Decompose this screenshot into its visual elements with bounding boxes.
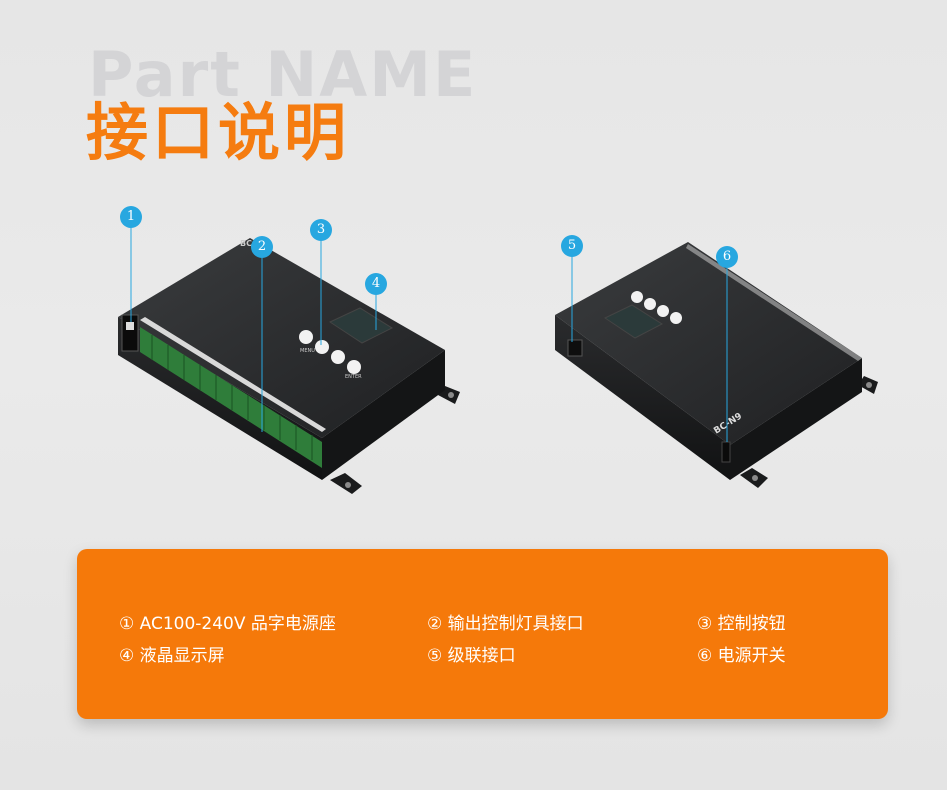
brand-front: BC- (240, 239, 255, 248)
callout-6: 6 (716, 246, 738, 268)
legend-item-power-socket: ① AC100-240V 品字电源座 (119, 614, 336, 634)
callout-3: 3 (310, 219, 332, 241)
legend-item-power-switch: ⑥ 电源开关 (697, 646, 786, 666)
legend-item-output-port: ② 输出控制灯具接口 (427, 614, 584, 634)
callout-1: 1 (120, 206, 142, 228)
device-back-view: BC-N9 (555, 242, 878, 488)
legend-panel: ① AC100-240V 品字电源座 ② 输出控制灯具接口 ③ 控制按钮 ④ 液… (77, 549, 888, 719)
legend-item-control-buttons: ③ 控制按钮 (697, 614, 786, 634)
legend-item-cascade-port: ⑤ 级联接口 (427, 646, 516, 666)
device-illustrations: MENU ENTER BC- (118, 228, 878, 494)
device-front-view: MENU ENTER BC- (118, 228, 460, 494)
enter-label: ENTER (345, 374, 362, 380)
menu-label: MENU (300, 348, 315, 354)
legend-item-lcd: ④ 液晶显示屏 (119, 646, 225, 666)
callout-2: 2 (251, 236, 273, 258)
callout-4: 4 (365, 273, 387, 295)
background-title: Part NAME (88, 38, 478, 111)
product-scene: MENU ENTER BC- (0, 180, 947, 520)
page-title: 接口说明 (86, 96, 351, 169)
callout-5: 5 (561, 235, 583, 257)
